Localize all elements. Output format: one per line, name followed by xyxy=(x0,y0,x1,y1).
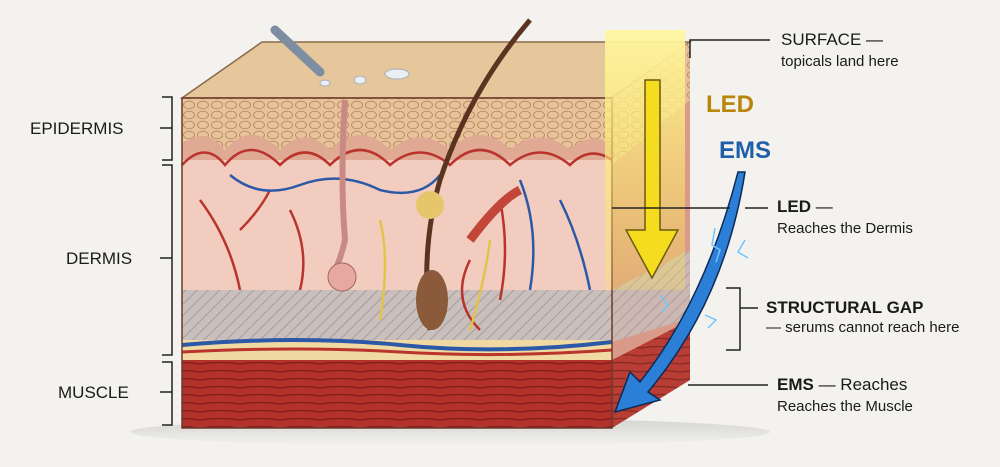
label-muscle: MUSCLE xyxy=(58,383,129,402)
dropper-icon xyxy=(270,25,325,77)
led-arrow xyxy=(624,79,680,280)
led-callout-title: LED xyxy=(777,197,811,216)
led-callout-subtitle: Reaches the Dermis xyxy=(777,220,913,237)
surface-subtitle: topicals land here xyxy=(781,53,899,70)
surface-title: SURFACE — xyxy=(781,30,884,49)
gap-callout-subtitle: — serums cannot reach here xyxy=(766,319,960,336)
callout-led: LED — Reaches the Dermis xyxy=(777,197,913,239)
callout-structural-gap: STRUCTURAL GAP — serums cannot reach her… xyxy=(766,298,959,338)
callout-surface: SURFACE — topicals land here xyxy=(781,30,899,72)
ems-callout-rest: — Reaches xyxy=(813,375,908,394)
hair-follicle xyxy=(416,270,448,330)
led-callout-dash: — xyxy=(811,197,833,216)
gap-callout-title: STRUCTURAL GAP xyxy=(766,298,924,317)
beam-label-ems: EMS xyxy=(719,137,772,164)
ems-arrow xyxy=(613,171,746,414)
callout-ems: EMS — Reaches Reaches the Muscle xyxy=(777,375,913,417)
ems-callout-subtitle: Reaches the Muscle xyxy=(777,398,913,415)
muscle-layer xyxy=(182,360,612,428)
label-brackets xyxy=(160,39,770,426)
sweat-gland xyxy=(327,262,357,292)
electric-sparks xyxy=(659,227,749,329)
structural-gap-layer xyxy=(182,290,612,342)
beam-label-led: LED xyxy=(706,91,754,118)
dermis-layer xyxy=(182,160,612,292)
label-dermis: DERMIS xyxy=(66,249,133,268)
label-epidermis: EPIDERMIS xyxy=(30,119,124,138)
ems-callout-title: EMS xyxy=(777,375,814,394)
